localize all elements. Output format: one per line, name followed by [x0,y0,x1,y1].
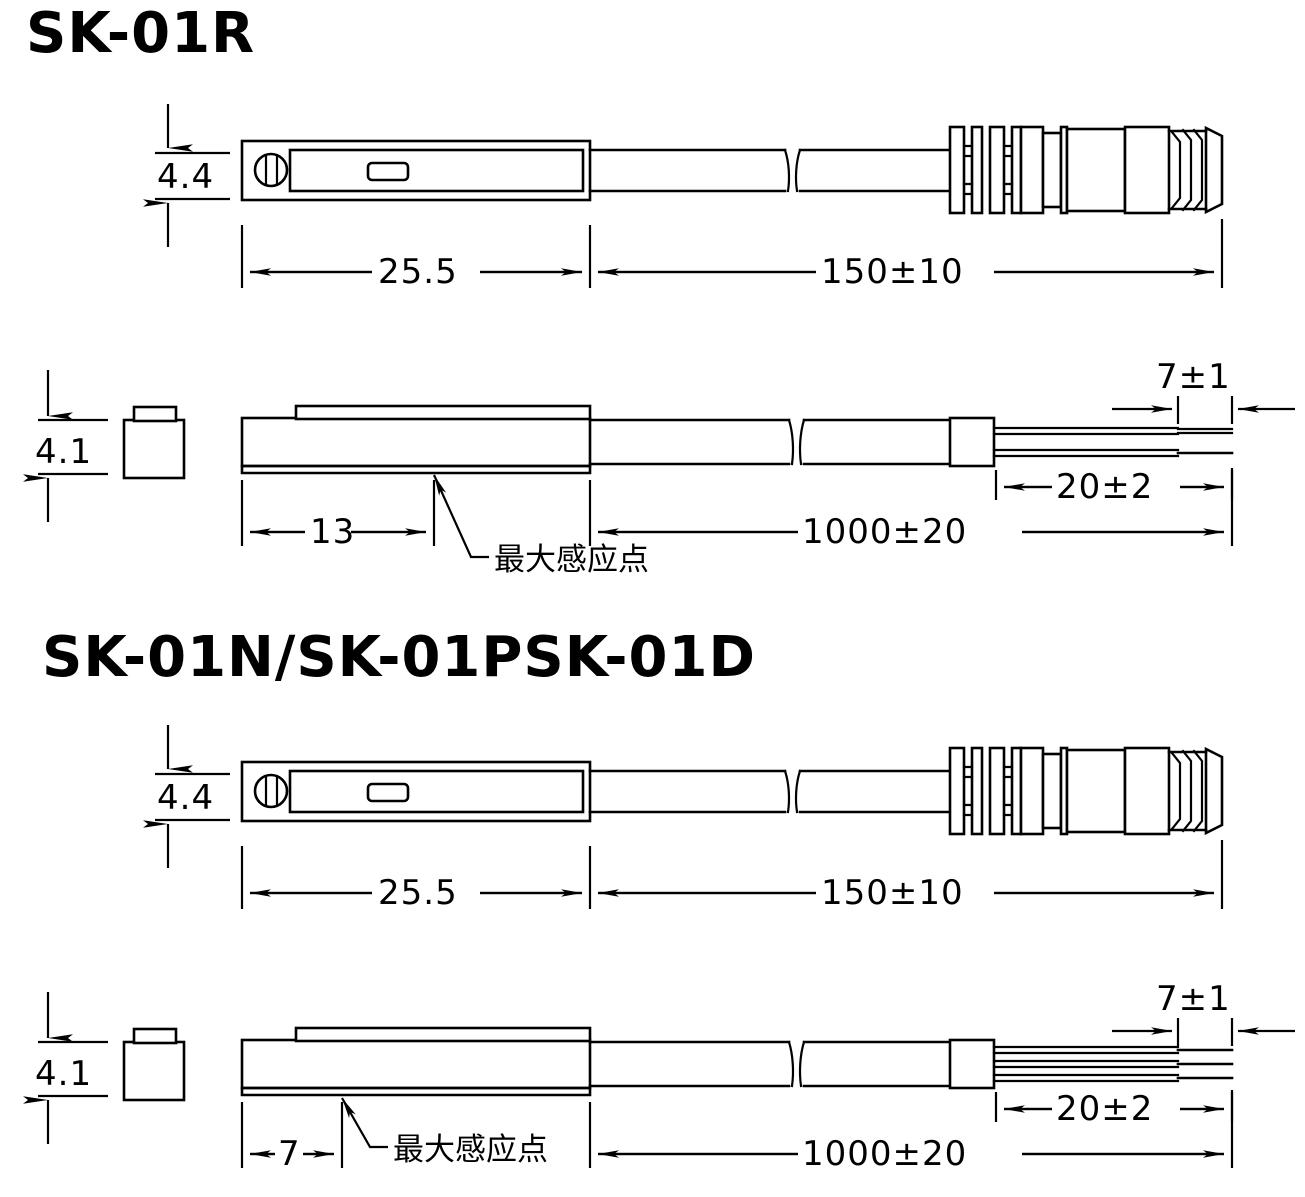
dimension-row-view3: 25.5 150±10 [240,840,1224,913]
dim-text-7pm1-view2: 7±1 [1156,357,1231,397]
dim-text-4-1-view4: 4.1 [35,1054,92,1094]
dimension-jacket-20-view2: 20±2 [994,467,1234,507]
dimension-sensing-13-view2: 13 [240,480,436,552]
dim-text-1000-view2: 1000±20 [802,512,967,552]
dim-text-7pm1-view4: 7±1 [1156,979,1231,1019]
sensing-point-note-1: 最大感应点 [494,542,649,578]
dimension-height-4-4-view1: 4.4 [143,104,230,247]
cable-side-view-1 [588,418,980,466]
dim-text-1000-view4: 1000±20 [802,1134,967,1174]
dimension-cable-1000-view4: 1000±20 [588,1090,1234,1174]
section-title-2: SK-01N/SK-01PSK-01D [42,625,756,690]
dimension-thickness-4-1-view4: 4.1 [23,992,108,1144]
dim-text-25-5-view1: 25.5 [378,252,458,292]
sensor-end-profile-2 [122,1027,186,1102]
dim-text-13-view2: 13 [310,512,355,552]
cable-top-view-1 [588,148,950,193]
dimension-strip-7-view4: 7±1 [1112,979,1295,1046]
dim-text-4-1-view2: 4.1 [35,432,92,472]
dimension-thickness-4-1-view2: 4.1 [23,370,108,522]
wire-bundle-1 [948,416,1234,468]
dimension-sensing-7-view4: 7 [240,1102,344,1174]
sensing-point-leader-2: 最大感应点 [341,1097,548,1168]
dim-text-7-view4: 7 [278,1134,301,1174]
section-title-1: SK-01R [26,1,255,66]
sensor-body-top-view-2 [240,760,592,823]
dim-text-4-4-view3: 4.4 [157,778,214,818]
dim-text-4-4-view1: 4.4 [157,157,214,197]
m8-connector-2 [948,746,1224,836]
dimension-row-view1: 25.5 150±10 [240,219,1224,292]
cable-side-view-2 [588,1040,980,1088]
dim-text-25-5-view3: 25.5 [378,873,458,913]
m8-connector-1 [948,125,1224,215]
cable-top-view-2 [588,769,950,814]
dimension-cable-1000-view2: 1000±20 [588,468,1234,552]
sensor-body-top-view-1 [240,139,592,202]
dim-text-150-view1: 150±10 [821,252,964,292]
sensor-body-side-view-1 [240,404,592,475]
dim-text-20pm2-view2: 20±2 [1056,467,1153,507]
dimension-jacket-20-view4: 20±2 [994,1089,1234,1129]
dimension-strip-7-view2: 7±1 [1112,357,1295,424]
sensing-point-note-2: 最大感应点 [393,1132,548,1168]
dimension-height-4-4-view3: 4.4 [143,725,230,868]
dim-text-20pm2-view4: 20±2 [1056,1089,1153,1129]
sensing-point-leader-1: 最大感应点 [432,474,649,578]
dim-text-150-view3: 150±10 [821,873,964,913]
wire-bundle-2 [948,1038,1234,1090]
sensor-body-side-view-2 [240,1026,592,1097]
sensor-end-profile-1 [122,405,186,480]
